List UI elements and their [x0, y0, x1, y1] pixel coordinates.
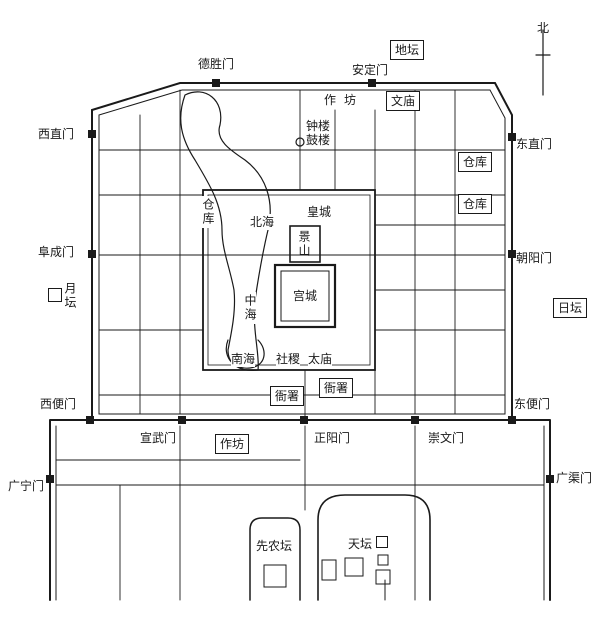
gongcheng-label: 宫城 — [293, 288, 318, 304]
imperial-city-wall — [202, 189, 376, 371]
zuofang-south-label: 作坊 — [215, 434, 250, 454]
sheji-label: 社稷 — [276, 351, 301, 367]
gate-guangqumen: 广渠门 — [556, 471, 593, 485]
zuofang-north-label: 作坊 — [324, 92, 365, 108]
tiantan-enclosure — [317, 494, 431, 601]
xiannongtan-label: 先农坛 — [256, 538, 293, 554]
yuetan-label: 月坛 — [63, 282, 77, 310]
huangcheng-label: 皇城 — [307, 204, 332, 220]
palace-city-wall — [273, 263, 337, 329]
gate-chongwenmen: 崇文门 — [428, 431, 465, 445]
wenmiao-label: 文庙 — [386, 91, 421, 111]
cangku-west-label: 仓库 — [201, 196, 215, 228]
outer-streets — [55, 425, 545, 601]
cangku-east-1-label: 仓库 — [458, 152, 493, 172]
beihai-label: 北海 — [250, 214, 275, 230]
gate-markers — [46, 79, 554, 483]
gate-guangningmen: 广宁门 — [8, 479, 45, 493]
xiannongtan-enclosure — [249, 517, 301, 601]
gate-zhengyangmen: 正阳门 — [314, 431, 351, 445]
ritan-label: 日坛 — [553, 298, 588, 318]
gate-xizhimen: 西直门 — [38, 127, 75, 141]
cangku-east-2-label: 仓库 — [458, 194, 493, 214]
zhonglou-label: 钟楼 — [306, 118, 331, 134]
gate-andingmen: 安定门 — [352, 63, 389, 77]
gate-dongzhimen: 东直门 — [516, 137, 553, 151]
lakes — [180, 91, 271, 371]
tiantan-marker — [376, 536, 388, 548]
yuetan-marker — [48, 288, 62, 302]
gate-deshengmen: 德胜门 — [198, 57, 235, 71]
jingshan-label: 景山 — [297, 230, 311, 258]
gulou-label: 鼓楼 — [306, 132, 331, 148]
taimiao-label: 太庙 — [308, 351, 333, 367]
nanhai-label: 南海 — [231, 351, 256, 367]
tiantan-label: 天坛 — [348, 536, 373, 552]
ditan-label: 地坛 — [390, 40, 425, 60]
gate-fuchengmen: 阜成门 — [38, 245, 75, 259]
yashu-east-label: 衙署 — [319, 378, 354, 398]
yashu-west-label: 衙署 — [270, 386, 305, 406]
north-arrow-icon — [535, 29, 551, 96]
jingshan-outline — [289, 225, 321, 263]
north-label: 北 — [537, 21, 550, 35]
gate-dongbianmen: 东便门 — [514, 397, 551, 411]
zhonghai-label: 中海 — [243, 292, 257, 324]
gate-xuanwumen: 宣武门 — [140, 431, 177, 445]
gate-xibianmen: 西便门 — [40, 397, 77, 411]
gate-chaoyangmen: 朝阳门 — [516, 251, 553, 265]
